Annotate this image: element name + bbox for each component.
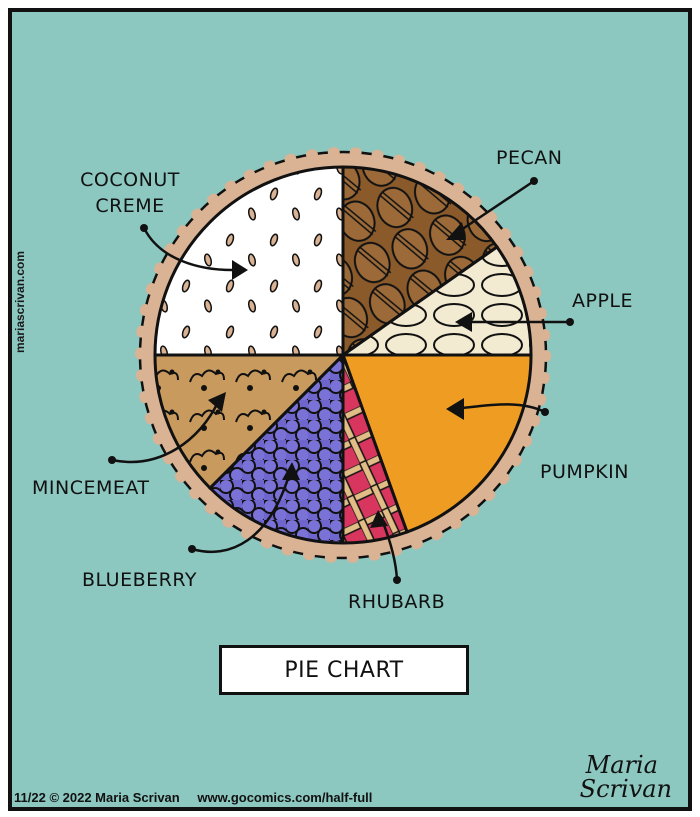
slice-apple <box>338 244 533 357</box>
slice-pecan <box>341 165 500 358</box>
arrow-pumpkin <box>461 403 546 414</box>
label-rhubarb: RHUBARB <box>348 591 446 613</box>
footer-credit: 11/22 © 2022 Maria Scrivan www.gocomics.… <box>14 790 372 805</box>
label-mincemeat: MINCEMEAT <box>32 477 150 499</box>
footer-date: 11/22 <box>14 790 46 805</box>
arrow-mincemeat <box>111 401 220 464</box>
label-apple: APPLE <box>572 290 634 312</box>
slice-blueberry <box>207 351 345 545</box>
footer-copyright: © 2022 Maria Scrivan <box>49 790 180 805</box>
artist-signature: Maria Scrivan <box>580 753 672 801</box>
label-pumpkin: PUMPKIN <box>540 461 629 483</box>
callout-dots <box>108 177 574 584</box>
slice-pumpkin <box>340 353 533 534</box>
label-blueberry: BLUEBERRY <box>82 569 197 591</box>
page-title: PIE CHART <box>284 657 404 683</box>
slice-mincemeat <box>153 353 347 491</box>
arrow-pecan <box>457 179 535 234</box>
signature-line2: Scrivan <box>579 775 672 803</box>
slice-coconut-creme <box>153 165 345 357</box>
label-coconut-line1: COCONUT <box>80 169 180 191</box>
label-coconut-creme: COCONUT CREME <box>72 167 188 219</box>
label-coconut-line2: CREME <box>95 195 165 217</box>
title-box: PIE CHART <box>219 645 469 695</box>
footer-url: www.gocomics.com/half-full <box>197 790 373 805</box>
arrow-blueberry <box>191 471 292 554</box>
arrow-coconut <box>142 227 233 272</box>
signature-line1: Maria <box>585 751 658 779</box>
arrowheads <box>208 222 472 528</box>
label-pecan: PECAN <box>496 147 563 169</box>
